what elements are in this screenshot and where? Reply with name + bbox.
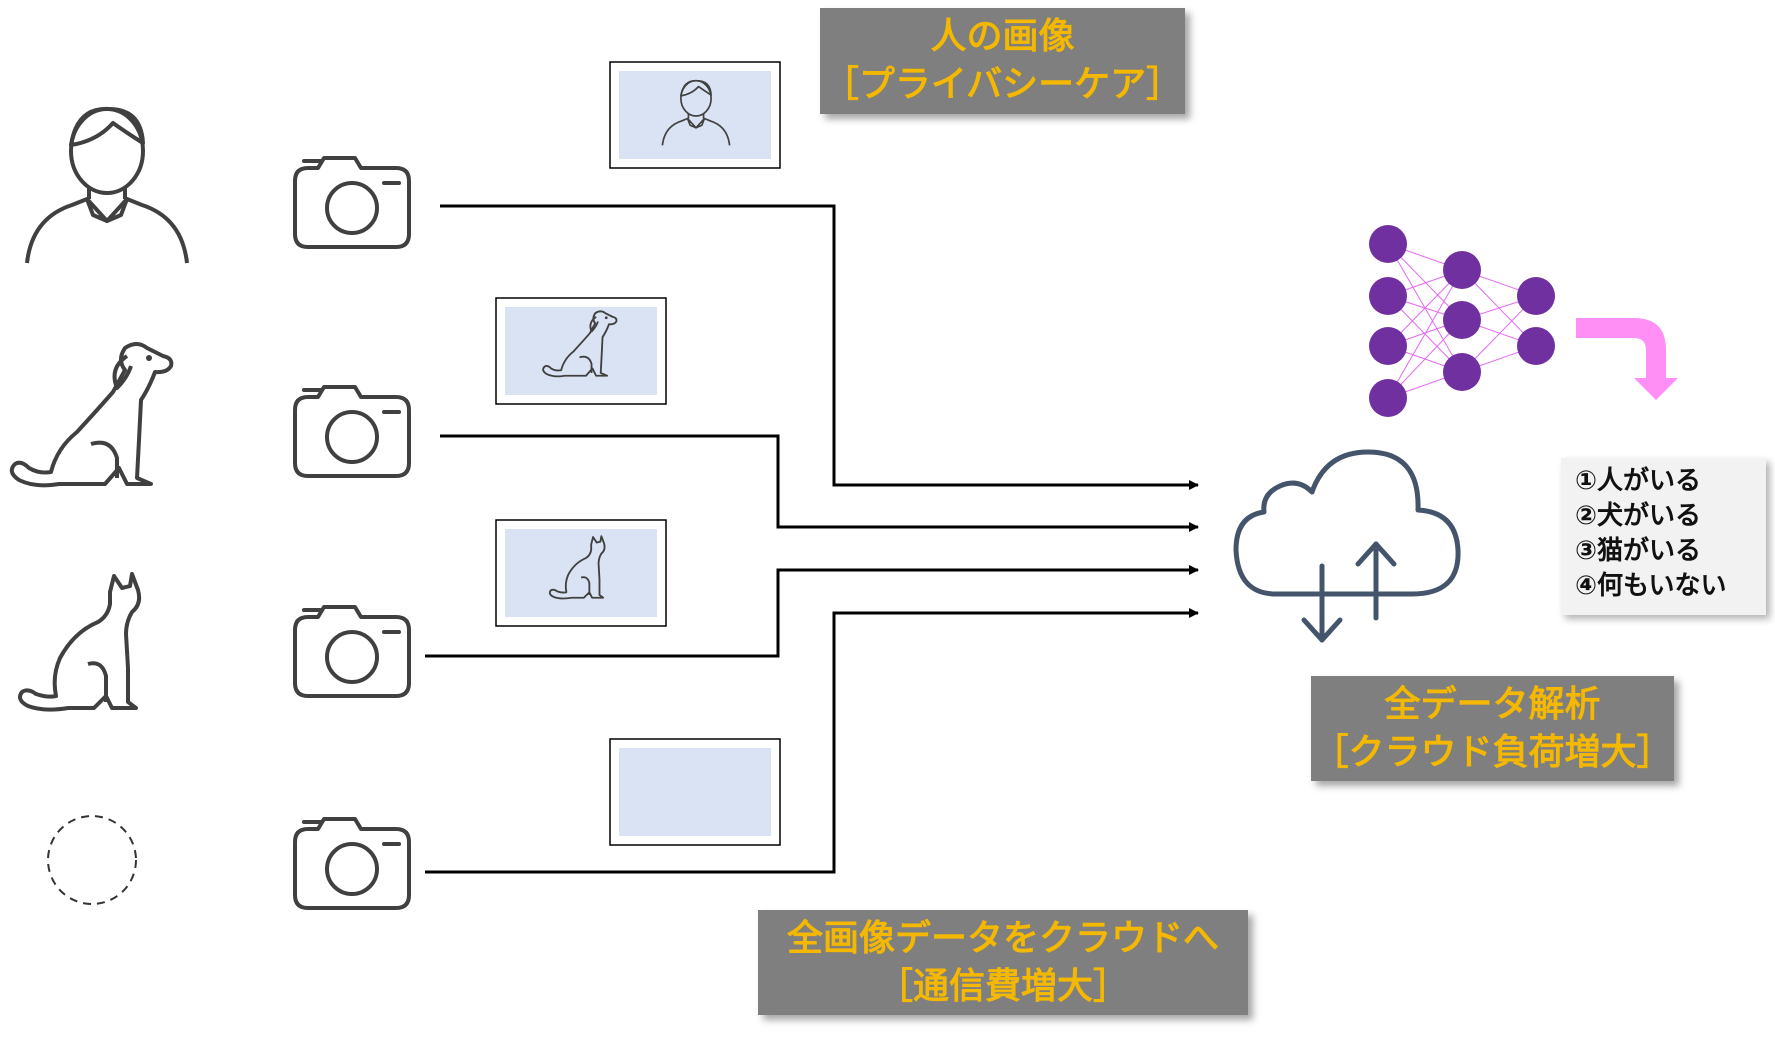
privacy-label-line2: ［プライバシーケア］ [822, 64, 1183, 105]
thumbnail-dog [495, 297, 667, 405]
person-icon [25, 106, 189, 266]
thumbnail-cat [495, 519, 667, 627]
result-item: ②犬がいる [1575, 501, 1702, 531]
camera-icon [293, 156, 411, 249]
empty-circle-icon [47, 815, 137, 905]
analysis-label: 全データ解析 ［クラウド負荷増大］ [1311, 676, 1674, 781]
neuron [1517, 277, 1555, 315]
analysis-label-line2: ［クラウド負荷増大］ [1312, 731, 1673, 773]
neuron [1369, 327, 1407, 365]
neural-network-icon [1369, 225, 1555, 417]
upload-label-line1: 全画像データをクラウドへ [786, 917, 1219, 959]
analysis-label-line1: 全データ解析 [1384, 683, 1601, 725]
result-item: ④何もいない [1575, 571, 1727, 601]
privacy-label-line1: 人の画像 [930, 16, 1075, 57]
neuron [1369, 277, 1407, 315]
connector-line [425, 608, 1199, 874]
neuron [1369, 225, 1407, 263]
thumbnail-person [609, 61, 781, 169]
dog-icon [9, 342, 174, 488]
neuron [1443, 301, 1481, 339]
connector-line [425, 565, 1199, 658]
cloud-sync-icon [1233, 449, 1461, 643]
result-item: ③猫がいる [1575, 536, 1702, 566]
output-arrow-icon [1576, 318, 1678, 400]
camera-icon [293, 385, 411, 478]
result-item: ①人がいる [1575, 466, 1702, 496]
upload-label: 全画像データをクラウドへ ［通信費増大］ [758, 910, 1248, 1015]
neuron [1517, 327, 1555, 365]
connector-line [440, 204, 1199, 490]
neuron [1443, 353, 1481, 391]
camera-icon [293, 605, 411, 698]
camera-icon [293, 817, 411, 910]
neuron [1443, 251, 1481, 289]
connector-line [440, 434, 1199, 532]
privacy-label: 人の画像 ［プライバシーケア］ [820, 8, 1185, 114]
cat-icon [18, 572, 142, 712]
upload-label-line2: ［通信費増大］ [876, 965, 1129, 1007]
result-list: ①人がいる ②犬がいる ③猫がいる ④何もいない [1561, 458, 1766, 615]
thumbnail-empty [609, 738, 781, 846]
neuron [1369, 379, 1407, 417]
